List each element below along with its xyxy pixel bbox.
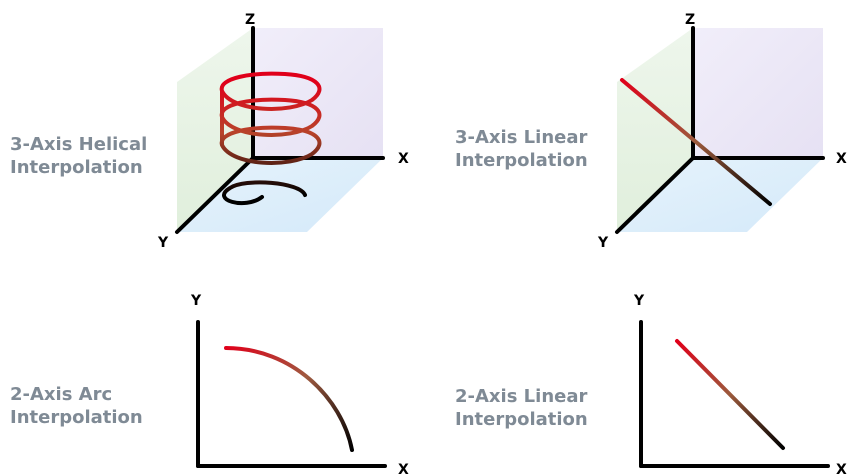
panel-title-line1: 2-Axis Linear <box>455 386 587 407</box>
x-axis-label: X <box>836 151 847 167</box>
floor-plane <box>617 158 823 232</box>
y-axis-label: Y <box>597 235 609 251</box>
floor-plane <box>177 158 383 232</box>
linear-path-3d <box>620 78 772 206</box>
panel-title-line2: Interpolation <box>455 409 588 430</box>
z-axis-label: Z <box>245 12 255 28</box>
helical-path <box>219 71 322 206</box>
panel-linear-2axis: Y X 2-Axis Linear Interpolation <box>455 293 847 475</box>
panel-title-line2: Interpolation <box>10 157 143 178</box>
y-axis-label: Y <box>190 293 202 309</box>
x-axis-label: X <box>398 151 409 167</box>
panel-linear-3axis: Z X Y 3-Axis Linear Interpolation <box>455 12 847 251</box>
side-plane <box>617 28 693 232</box>
x-axis-label: X <box>836 462 847 475</box>
y-axis <box>615 156 695 234</box>
x-axis-label: X <box>398 462 409 475</box>
linear-path-2d <box>675 339 785 450</box>
panel-title-line1: 2-Axis Arc <box>10 384 112 405</box>
panel-title-line1: 3-Axis Linear <box>455 127 587 148</box>
panel-helical: Z X Y 3-Axis Helical Interpolation <box>10 12 409 251</box>
y-axis-label: Y <box>633 293 645 309</box>
panel-title-line2: Interpolation <box>455 150 588 171</box>
panel-title-line1: 3-Axis Helical <box>10 134 147 155</box>
y-axis-label: Y <box>157 235 169 251</box>
arc-path <box>224 346 354 452</box>
panel-arc-2axis: Y X 2-Axis Arc Interpolation <box>10 293 409 475</box>
y-axis <box>175 156 255 234</box>
z-axis-label: Z <box>685 12 695 28</box>
back-plane <box>693 28 823 158</box>
panel-title-line2: Interpolation <box>10 407 143 428</box>
